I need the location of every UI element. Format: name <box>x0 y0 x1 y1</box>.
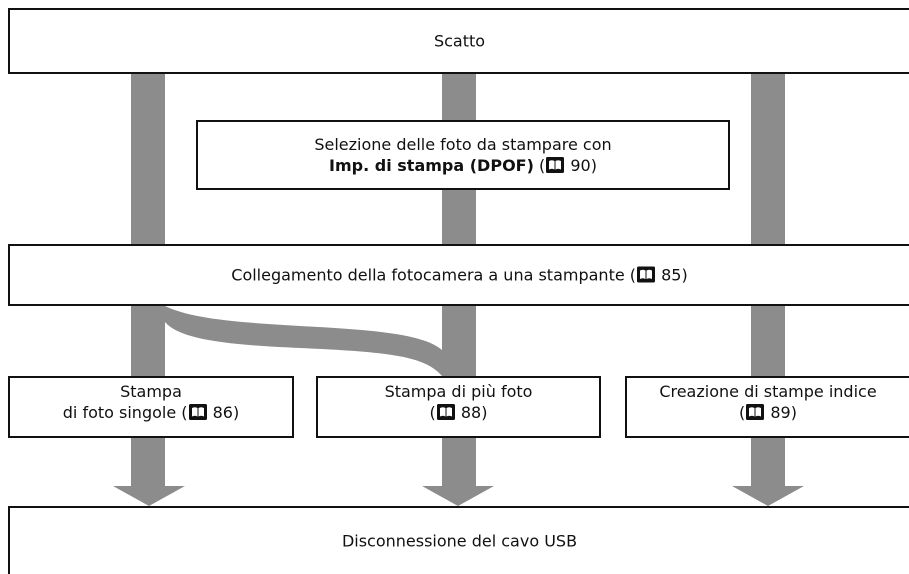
arrow-branch-curve <box>165 306 476 376</box>
step-disconnessione-label: Disconnessione del cavo USB <box>341 531 578 551</box>
step-piu-line2: ( 88) <box>429 403 488 422</box>
step-collegamento: Collegamento della fotocamera a una stam… <box>8 244 909 306</box>
step-collegamento-label: Collegamento della fotocamera a una stam… <box>231 265 637 285</box>
book-reference-icon <box>637 266 656 283</box>
step-selezione-dpof: Selezione delle foto da stampare con Imp… <box>196 120 730 190</box>
ref-page-90: 90 <box>570 156 591 175</box>
step-singole-line2: di foto singole ( 86) <box>62 403 240 422</box>
step-stampa-singole: Stampa di foto singole ( 86) <box>8 376 294 438</box>
book-reference-icon <box>546 157 565 173</box>
arrowhead-center <box>422 486 494 506</box>
step-singole-line1: Stampa <box>120 382 182 401</box>
ref-page-89: 89 <box>770 403 791 422</box>
ref-page-88: 88 <box>460 403 482 422</box>
book-reference-icon <box>188 404 207 420</box>
step-stampe-indice: Creazione di stampe indice ( 89) <box>625 376 909 438</box>
step-piu-line1: Stampa di più foto <box>384 382 533 401</box>
step-scatto-label: Scatto <box>433 31 486 51</box>
book-reference-icon <box>436 404 455 420</box>
step-scatto: Scatto <box>8 8 909 74</box>
step-disconnessione: Disconnessione del cavo USB <box>8 506 909 574</box>
dpof-menu-name: Imp. di stampa (DPOF) <box>329 156 534 175</box>
step-selezione-line2: Imp. di stampa (DPOF) ( 90) <box>329 156 597 175</box>
step-indice-line1: Creazione di stampe indice <box>659 382 877 401</box>
ref-page-85: 85 <box>661 265 682 285</box>
step-stampa-piu-foto: Stampa di più foto ( 88) <box>316 376 601 438</box>
arrowhead-right <box>732 486 804 506</box>
ref-page-86: 86 <box>212 403 233 422</box>
step-selezione-line1: Selezione delle foto da stampare con <box>314 135 612 154</box>
book-reference-icon <box>746 404 765 420</box>
step-indice-line2: ( 89) <box>739 403 797 422</box>
arrowhead-left <box>113 486 185 506</box>
